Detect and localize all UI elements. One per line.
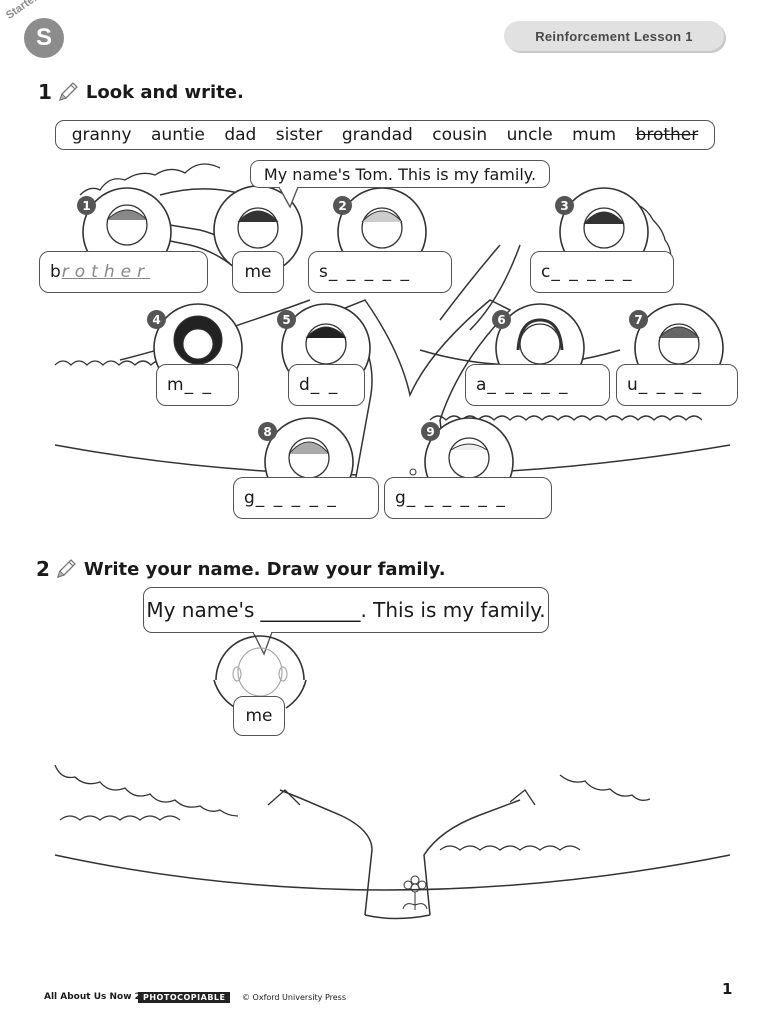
photocopiable-label: PHOTOCOPIABLE	[138, 992, 231, 1003]
answer-4-blank: _ _	[184, 375, 213, 395]
exercise-2-instruction: Write your name. Draw your family.	[83, 558, 446, 580]
answer-box-4[interactable]: m _ _	[156, 364, 239, 406]
word-bank-item: cousin	[432, 125, 488, 145]
speech-end: . This is my family.	[360, 598, 546, 622]
word-bank-item: uncle	[506, 125, 553, 145]
marker-3: 3	[555, 196, 574, 215]
answer-box-9[interactable]: g _ _ _ _ _ _	[384, 477, 552, 519]
answer-box-1-example: b rother	[39, 251, 208, 293]
answer-box-6[interactable]: a _ _ _ _ _	[465, 364, 610, 406]
marker-7: 7	[629, 310, 648, 329]
answer-8-blank: _ _ _ _ _	[255, 488, 338, 508]
book-title: All About Us Now 2	[44, 992, 141, 1002]
exercise-1-number: 1	[38, 80, 52, 104]
me-label-box: me	[232, 251, 284, 293]
word-bank-item: auntie	[151, 125, 205, 145]
word-bank-item: grandad	[341, 125, 413, 145]
marker-4: 4	[147, 310, 166, 329]
answer-3-blank: _ _ _ _ _	[551, 262, 634, 282]
answer-1-start-letter: b	[50, 262, 61, 282]
marker-9: 9	[421, 422, 440, 441]
name-speech-bubble: My name's __________ . This is my family…	[143, 587, 549, 633]
tom-speech-bubble: My name's Tom. This is my family.	[250, 160, 550, 188]
pencil-icon	[56, 559, 76, 579]
word-bank-item: sister	[275, 125, 323, 145]
word-bank: granny auntie dad sister grandad cousin …	[55, 120, 715, 150]
word-bank-item: granny	[71, 125, 132, 145]
answer-1-traced-letters: rother	[61, 262, 151, 282]
family-tree-illustration	[54, 163, 731, 511]
word-bank-item: dad	[224, 125, 257, 145]
copyright: © Oxford University Press	[242, 993, 347, 1002]
starter-badge: S	[24, 18, 64, 58]
answer-7-start-letter: u	[627, 375, 638, 395]
me-label-box-2: me	[233, 696, 285, 736]
answer-5-blank: _ _	[310, 375, 340, 395]
lesson-title: Reinforcement Lesson 1	[504, 21, 724, 51]
answer-4-start-letter: m	[167, 375, 184, 395]
exercise-1-heading: 1 Look and write.	[38, 80, 244, 104]
marker-2: 2	[333, 196, 352, 215]
marker-1: 1	[77, 196, 96, 215]
answer-6-start-letter: a	[476, 375, 487, 395]
answer-7-blank: _ _ _ _	[638, 375, 703, 395]
flower-icon	[402, 875, 428, 910]
speech-start: My name's	[146, 598, 255, 622]
word-bank-item-crossed: brother	[635, 125, 699, 145]
exercise-2-heading: 2 Write your name. Draw your family.	[36, 557, 446, 581]
starter-label: Starter	[4, 0, 40, 22]
answer-box-7[interactable]: u _ _ _ _	[616, 364, 738, 406]
answer-3-start-letter: c	[541, 262, 551, 282]
answer-box-2[interactable]: s _ _ _ _ _	[308, 251, 452, 293]
answer-box-5[interactable]: d _ _	[288, 364, 365, 406]
answer-2-start-letter: s	[319, 262, 328, 282]
marker-6: 6	[492, 310, 511, 329]
answer-box-3[interactable]: c _ _ _ _ _	[530, 251, 674, 293]
answer-9-start-letter: g	[395, 488, 406, 508]
marker-8: 8	[258, 422, 277, 441]
answer-9-blank: _ _ _ _ _ _	[406, 488, 507, 508]
name-blank[interactable]: __________	[260, 598, 361, 622]
word-bank-item: mum	[572, 125, 617, 145]
page-number: 1	[722, 980, 733, 998]
exercise-1-instruction: Look and write.	[85, 81, 244, 103]
marker-5: 5	[277, 310, 296, 329]
answer-2-blank: _ _ _ _ _	[328, 262, 411, 282]
speech-bubble-tail	[252, 632, 273, 656]
speech-bubble-tail	[278, 187, 299, 209]
answer-box-8[interactable]: g _ _ _ _ _	[233, 477, 379, 519]
empty-family-tree[interactable]	[0, 760, 768, 930]
answer-5-start-letter: d	[299, 375, 310, 395]
exercise-2-number: 2	[36, 557, 50, 581]
answer-8-start-letter: g	[244, 488, 255, 508]
answer-6-blank: _ _ _ _ _	[487, 375, 570, 395]
pencil-icon	[58, 82, 78, 102]
